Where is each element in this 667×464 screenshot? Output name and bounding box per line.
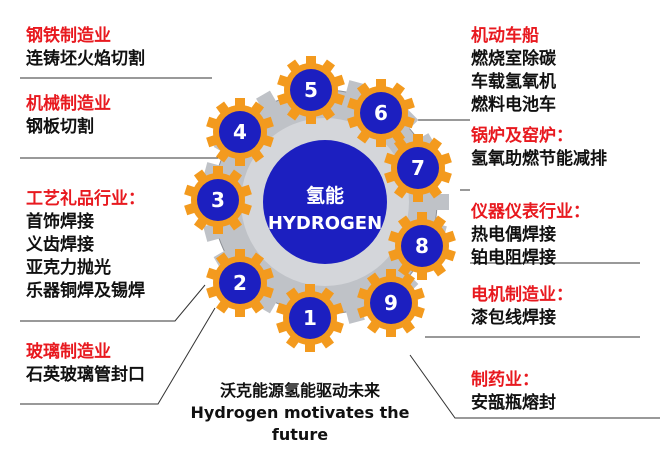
caption-line: future — [271, 425, 329, 444]
group-heading: 仪器仪表行业： — [471, 202, 590, 222]
caption-line: Hydrogen motivates the — [190, 403, 410, 422]
gear-tooth — [376, 79, 386, 89]
gear-tooth — [305, 342, 315, 352]
gear-number: 6 — [374, 101, 388, 125]
connector-line — [409, 354, 660, 419]
group-item: 安瓿瓶熔封 — [471, 393, 556, 413]
group-machinery: 机械制造业 钢板切割 — [26, 93, 111, 139]
gear-tooth — [306, 114, 316, 124]
gear-tooth — [386, 269, 396, 279]
caption: 沃克能源氢能驱动未来 Hydrogen motivates the future — [155, 380, 445, 446]
gear-5: 5 — [277, 56, 345, 124]
group-item: 燃料电池车 — [471, 95, 556, 115]
gear-core — [219, 262, 261, 304]
gear-number: 3 — [211, 188, 225, 212]
gear-6: 6 — [347, 79, 415, 147]
gear-tooth — [417, 212, 427, 222]
group-motors: 电机制造业： 漆包线焊接 — [471, 284, 573, 330]
gear-core — [397, 147, 439, 189]
gear-tooth — [417, 270, 427, 280]
group-vehicles: 机动车船 燃烧室除碳 车载氢氧机 燃料电池车 — [471, 25, 556, 117]
group-heading: 机动车船 — [471, 26, 539, 46]
center-cn-label: 氢能 — [306, 184, 344, 207]
gear-core — [289, 297, 331, 339]
gear-number: 1 — [303, 306, 317, 330]
gear-tooth — [306, 56, 316, 66]
gear-tooth — [235, 249, 245, 259]
group-item: 车载氢氧机 — [471, 72, 556, 92]
gear-1: 1 — [276, 284, 344, 352]
group-heading: 机械制造业 — [26, 94, 111, 114]
group-heading: 制药业： — [471, 370, 539, 390]
gear-3: 3 — [184, 166, 252, 234]
gear-tooth — [413, 192, 423, 202]
group-heading: 工艺礼品行业： — [26, 189, 145, 209]
connector-line — [20, 284, 206, 322]
group-pharma: 制药业： 安瓿瓶熔封 — [471, 369, 556, 415]
group-item: 燃烧室除碳 — [471, 49, 556, 69]
connector-line — [20, 307, 216, 405]
group-heading: 玻璃制造业 — [26, 342, 111, 362]
gear-number: 7 — [411, 156, 425, 180]
gear-core — [401, 225, 443, 267]
group-item: 乐器铜焊及锡焊 — [26, 281, 145, 301]
group-item: 石英玻璃管封口 — [26, 365, 145, 385]
group-item: 亚克力抛光 — [26, 258, 111, 278]
gear-7: 7 — [384, 134, 452, 202]
gear-tooth — [376, 137, 386, 147]
gear-number: 9 — [384, 291, 398, 315]
connector-lines — [20, 77, 660, 419]
caption-line: 沃克能源氢能驱动未来 — [219, 381, 380, 400]
gear-tooth — [386, 327, 396, 337]
gear-2: 2 — [206, 249, 274, 317]
group-heading: 钢铁制造业 — [26, 26, 111, 46]
gear-core — [290, 69, 332, 111]
gear-tooth — [305, 284, 315, 294]
gear-9: 9 — [357, 269, 425, 337]
gear-tooth — [235, 307, 245, 317]
center-en-label: HYDROGEN — [268, 213, 382, 234]
gear-tooth — [413, 134, 423, 144]
group-heading: 电机制造业： — [471, 285, 573, 305]
gear-core — [197, 179, 239, 221]
group-item: 钢板切割 — [26, 117, 94, 137]
group-item: 热电偶焊接 — [471, 225, 556, 245]
group-item: 铂电阻焊接 — [471, 248, 556, 268]
gear-core — [219, 111, 261, 153]
gear-core — [360, 92, 402, 134]
gear-tooth — [235, 156, 245, 166]
gear-number: 4 — [233, 120, 247, 144]
group-instruments: 仪器仪表行业： 热电偶焊接 铂电阻焊接 — [471, 201, 590, 270]
gear-tooth — [235, 98, 245, 108]
group-item: 连铸坯火焰切割 — [26, 49, 145, 69]
group-item: 漆包线焊接 — [471, 308, 556, 328]
gear-8: 8 — [388, 212, 456, 280]
gear-tooth — [344, 302, 365, 324]
gear-core — [370, 282, 412, 324]
group-item: 首饰焊接 — [26, 212, 94, 232]
group-crafts: 工艺礼品行业： 首饰焊接 义齿焊接 亚克力抛光 乐器铜焊及锡焊 — [26, 188, 145, 303]
group-boilers: 锅炉及窑炉： 氢氧助燃节能减排 — [471, 125, 607, 171]
group-item: 氢氧助燃节能减排 — [471, 149, 607, 169]
gear-tooth — [431, 194, 449, 210]
group-glass: 玻璃制造业 石英玻璃管封口 — [26, 341, 145, 387]
group-heading: 锅炉及窑炉： — [471, 126, 573, 146]
group-steel: 钢铁制造业 连铸坯火焰切割 — [26, 25, 145, 71]
gear-number: 8 — [415, 234, 429, 258]
gear-4: 4 — [206, 98, 274, 166]
gear-number: 2 — [233, 271, 247, 295]
gear-number: 5 — [304, 78, 318, 102]
hydrogen-hub — [263, 140, 387, 264]
gear-tooth — [213, 224, 223, 234]
gear-tooth — [213, 166, 223, 176]
group-item: 义齿焊接 — [26, 235, 94, 255]
